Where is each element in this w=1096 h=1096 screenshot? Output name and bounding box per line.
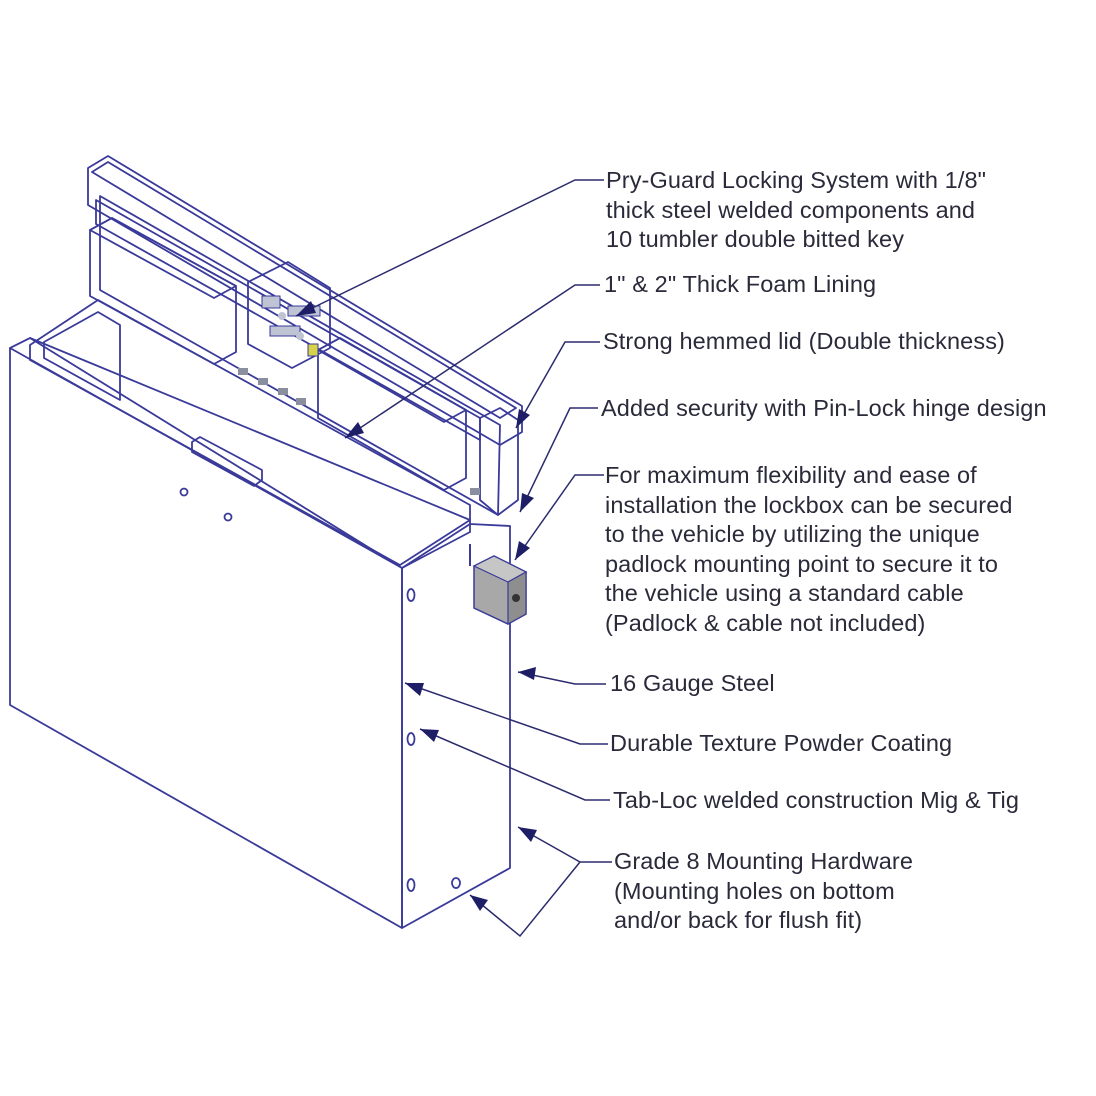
leader-lines	[295, 179, 612, 938]
leader-coating	[404, 682, 608, 745]
arrowhead-hardware-a	[518, 827, 537, 842]
leader-hinge	[519, 407, 598, 513]
lid-panel	[87, 155, 523, 446]
leader-tabloc	[419, 728, 610, 801]
callout-mounting-hardware: Grade 8 Mounting Hardware (Mounting hole…	[614, 848, 914, 933]
callout-tab-loc: Tab-Loc welded construction Mig & Tig	[613, 787, 1020, 813]
arrowhead-tabloc	[420, 729, 439, 742]
front-hole	[179, 487, 189, 497]
callout-gauge-steel: 16 Gauge Steel	[610, 670, 775, 696]
foam-block-right-top	[317, 337, 467, 423]
leader-hardware-b	[469, 861, 581, 938]
box-top-rim	[9, 337, 471, 569]
lockbox-body	[9, 217, 528, 929]
arrowhead-coating	[405, 683, 424, 696]
lid-rim-top	[91, 161, 517, 419]
leader-gauge	[517, 671, 606, 685]
callout-foam-lining: 1" & 2" Thick Foam Lining	[604, 271, 877, 297]
front-handle-slot	[191, 436, 263, 487]
arrowhead-hardware-b	[470, 895, 488, 911]
callout-pry-guard: Pry-Guard Locking System with 1/8" thick…	[606, 167, 987, 252]
foam-block-left-top	[89, 217, 237, 299]
pin-lock-hinge	[238, 368, 480, 495]
arrowhead-gauge	[518, 667, 536, 680]
pry-guard-lock-mechanism	[247, 261, 331, 369]
callout-padlock-mount: For maximum flexibility and ease of inst…	[605, 462, 1013, 636]
callout-powder-coating: Durable Texture Powder Coating	[610, 730, 953, 756]
foam-block-bottom	[43, 311, 121, 401]
callout-hemmed-lid: Strong hemmed lid (Double thickness)	[603, 328, 1005, 354]
arrowhead-hinge	[520, 493, 534, 512]
leader-lid	[515, 341, 600, 429]
lid-side-rail	[479, 407, 519, 516]
side-mounting-hole	[406, 878, 416, 892]
arrowhead-foam	[345, 422, 364, 438]
leader-foam	[344, 284, 600, 439]
leader-pry-guard	[295, 179, 604, 317]
side-mounting-hole	[406, 588, 416, 602]
front-hole	[223, 512, 233, 522]
leader-padlock	[514, 474, 604, 561]
side-mounting-hole	[451, 877, 461, 889]
padlock-mounting-point	[469, 544, 528, 626]
side-mounting-hole	[406, 732, 416, 746]
arrowhead-lid	[516, 409, 530, 428]
arrowhead-padlock	[515, 541, 530, 560]
callout-pin-lock-hinge: Added security with Pin-Lock hinge desig…	[601, 395, 1047, 421]
arrowhead-pry-guard	[296, 301, 316, 316]
lockbox-lid	[87, 155, 523, 516]
box-side-face	[401, 523, 511, 929]
